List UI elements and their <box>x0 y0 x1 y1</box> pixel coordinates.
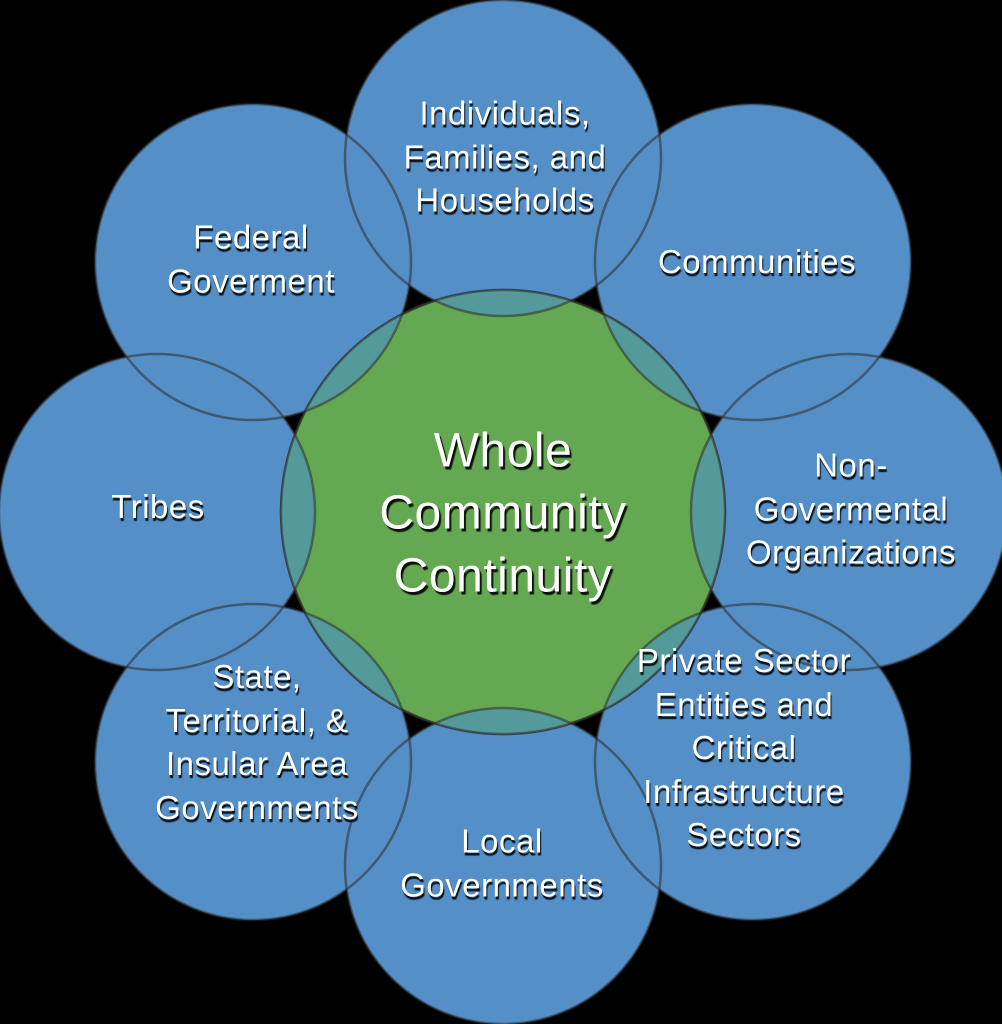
label-private-sector: Private Sector Entities and Critical Inf… <box>636 642 852 854</box>
circle-tribes <box>0 354 315 670</box>
label-state-territorial: State, Territorial, & Insular Area Gover… <box>155 657 359 826</box>
center-circle-rim <box>279 288 727 736</box>
lens-local-governments <box>343 706 663 734</box>
lens-ngo <box>689 352 725 672</box>
label-federal: Federal Goverment <box>167 218 335 299</box>
circle-federal <box>95 104 411 420</box>
circle-ngo <box>691 354 1002 670</box>
circle-private-sector <box>595 604 911 920</box>
label-individuals: Individuals, Families, and Households <box>403 94 607 219</box>
lens-individuals <box>343 290 663 318</box>
circle-communities <box>595 104 911 420</box>
label-local-governments: Local Governments <box>400 822 604 903</box>
circle-local-governments <box>345 708 661 1024</box>
center-label: Whole Community Continuity <box>379 424 627 603</box>
label-communities: Communities <box>657 243 857 281</box>
circle-state-territorial <box>95 604 411 920</box>
label-ngo: Non- Govermental Organizations <box>745 446 957 571</box>
lens-tribes <box>281 352 317 672</box>
circle-individuals <box>345 0 661 316</box>
label-tribes: Tribes <box>111 488 205 526</box>
